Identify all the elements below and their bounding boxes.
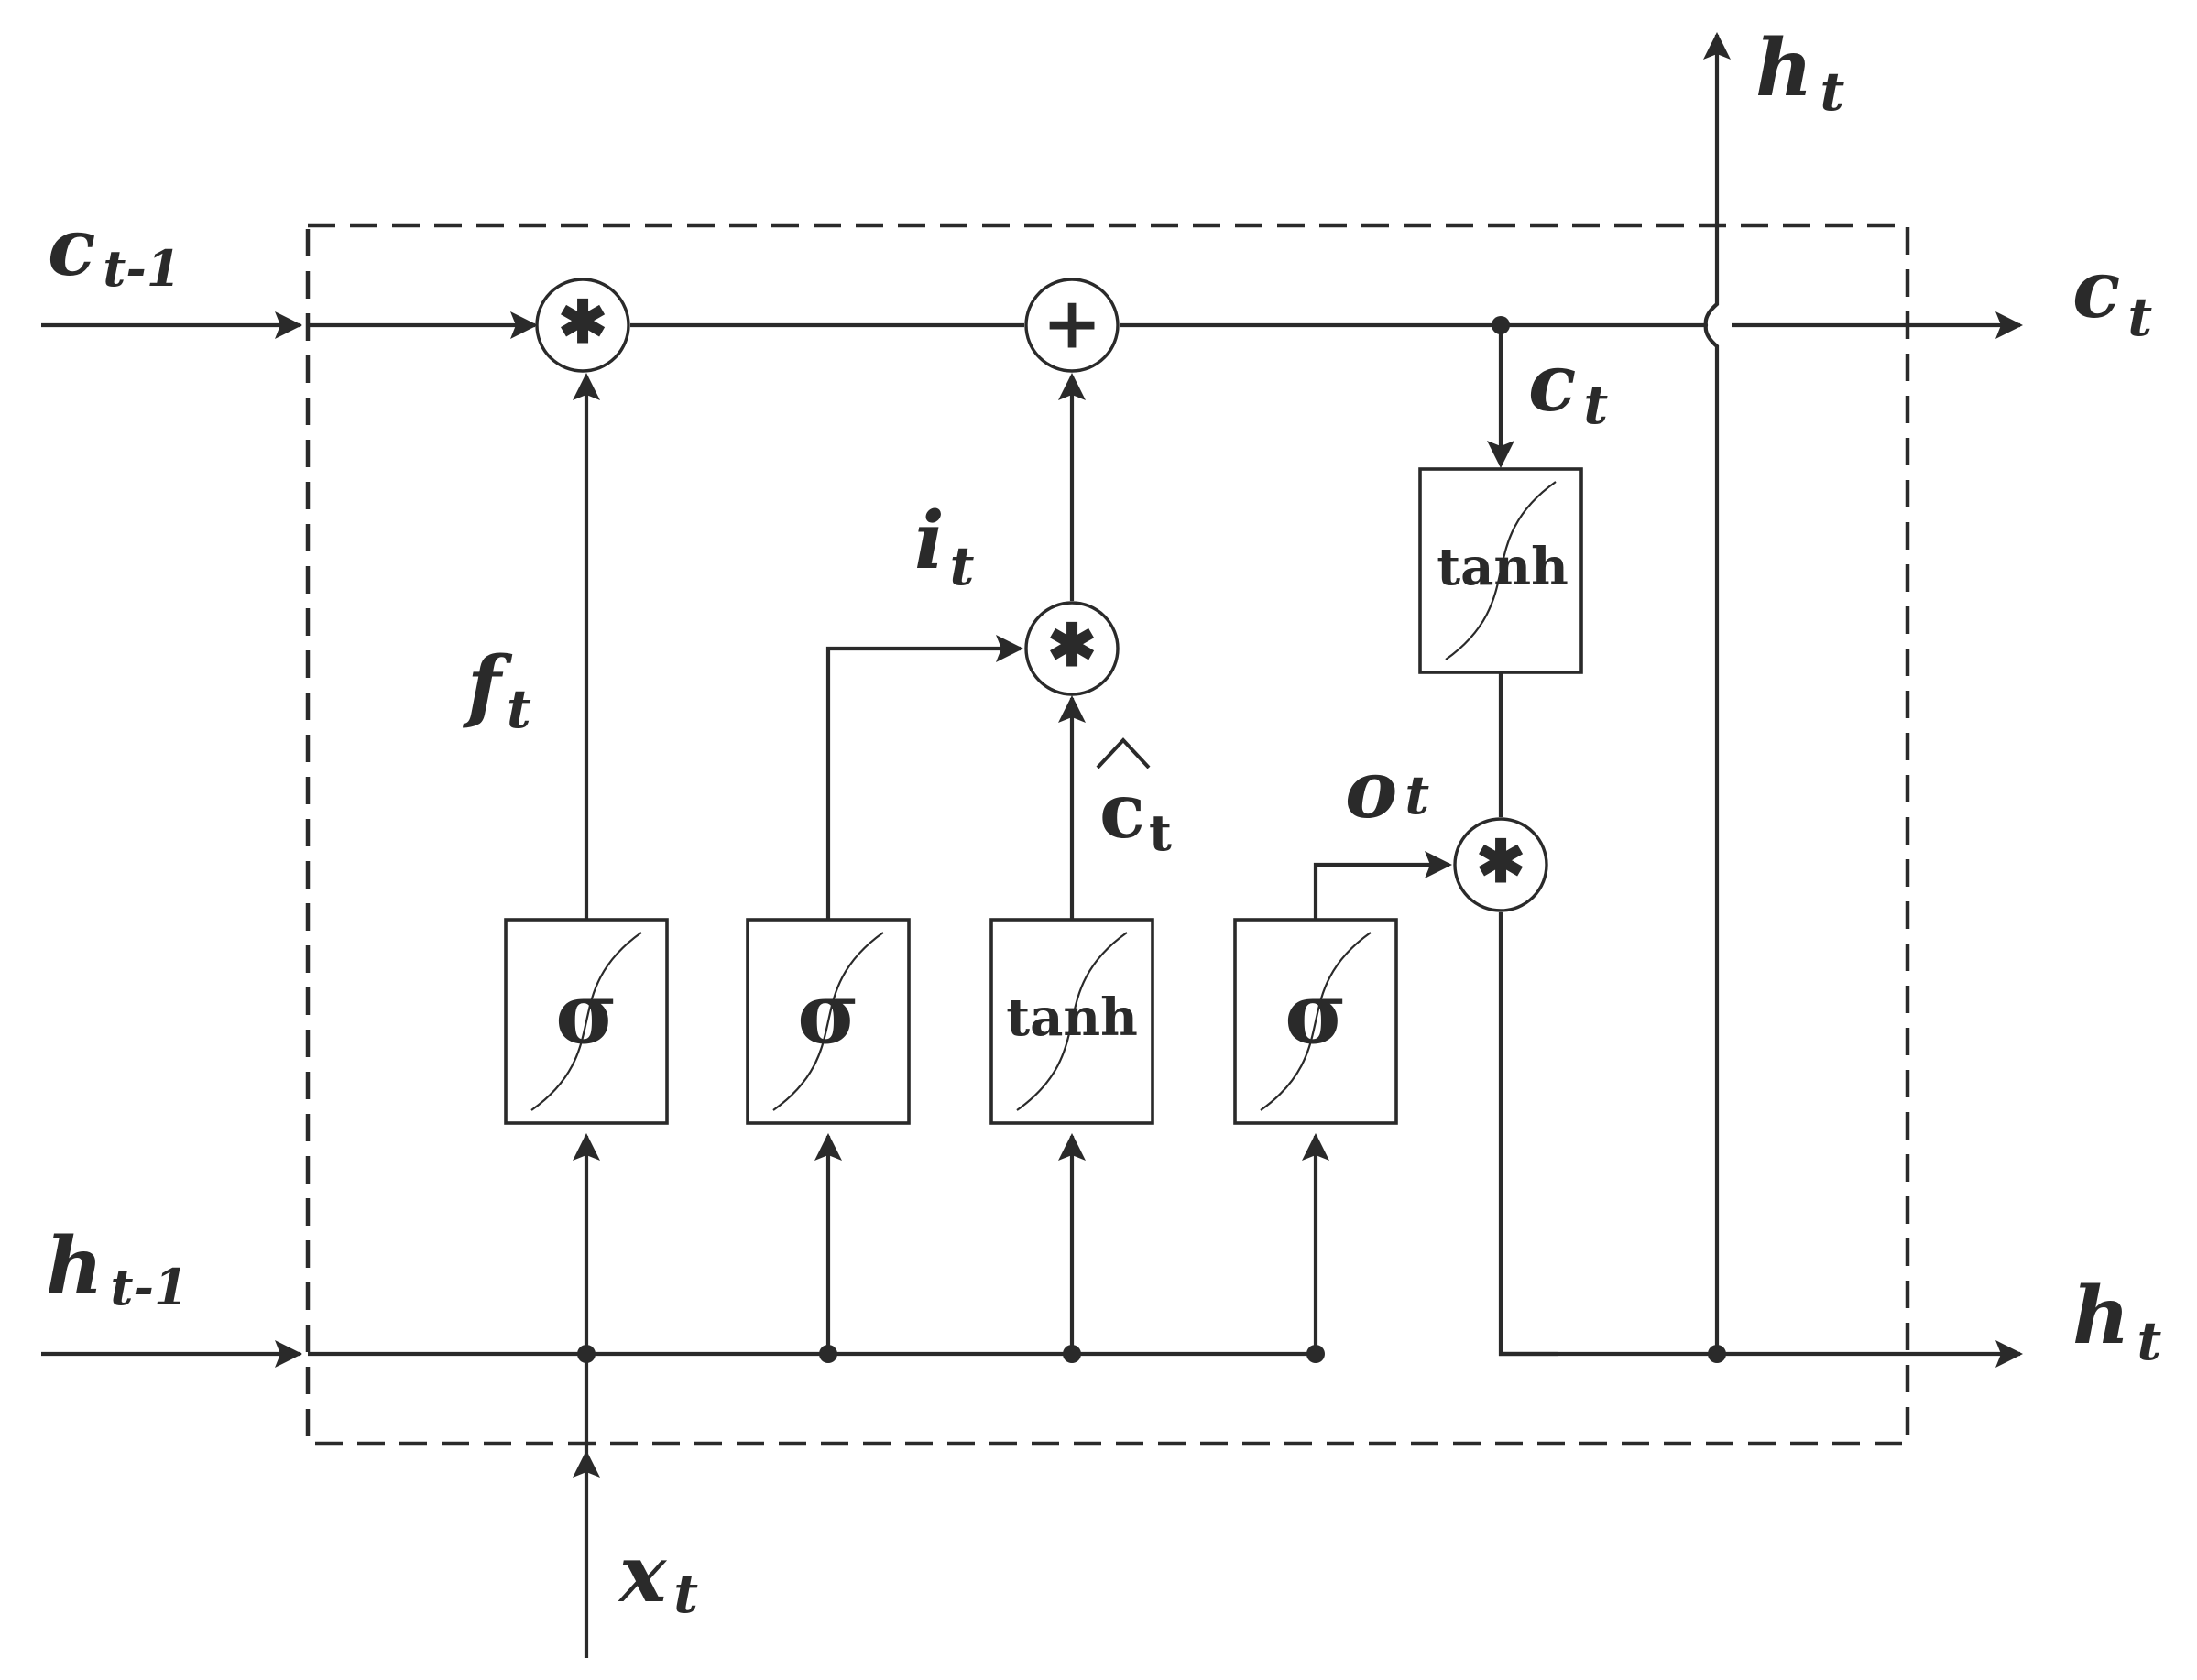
forget-multiply-op: ✱ bbox=[535, 278, 630, 373]
output-product-line bbox=[1498, 912, 1558, 1357]
cell-tanh-box: tanh bbox=[1418, 467, 1583, 674]
candidate-label: ct bbox=[1096, 737, 1172, 862]
input-gate-line bbox=[825, 635, 1023, 920]
cell-add-op: + bbox=[1024, 278, 1120, 373]
svg-text:tanh: tanh bbox=[1437, 537, 1569, 597]
input-multiply-op: ✱ bbox=[1024, 601, 1120, 696]
cell-boundary bbox=[305, 223, 1910, 1446]
forget-gate-box: σ bbox=[504, 918, 669, 1125]
output-gate-line bbox=[1313, 851, 1452, 920]
svg-text:✱: ✱ bbox=[1047, 612, 1097, 681]
gate-input-lines bbox=[573, 1133, 1329, 1354]
svg-text:σ: σ bbox=[797, 964, 859, 1063]
h-top-line bbox=[1703, 32, 1731, 1354]
svg-text:σ: σ bbox=[555, 964, 618, 1063]
svg-text:σ: σ bbox=[1284, 964, 1347, 1063]
svg-text:tanh: tanh bbox=[1006, 987, 1138, 1048]
candidate-tanh-box: tanh bbox=[989, 918, 1154, 1125]
svg-text:+: + bbox=[1042, 282, 1101, 365]
svg-text:✱: ✱ bbox=[558, 289, 607, 357]
output-gate-box: σ bbox=[1233, 918, 1398, 1125]
input-gate-box: σ bbox=[746, 918, 911, 1125]
junction-dots bbox=[577, 316, 1726, 1363]
svg-text:✱: ✱ bbox=[1476, 828, 1525, 897]
svg-text:ct: ct bbox=[1099, 768, 1172, 862]
output-multiply-op: ✱ bbox=[1453, 817, 1548, 912]
